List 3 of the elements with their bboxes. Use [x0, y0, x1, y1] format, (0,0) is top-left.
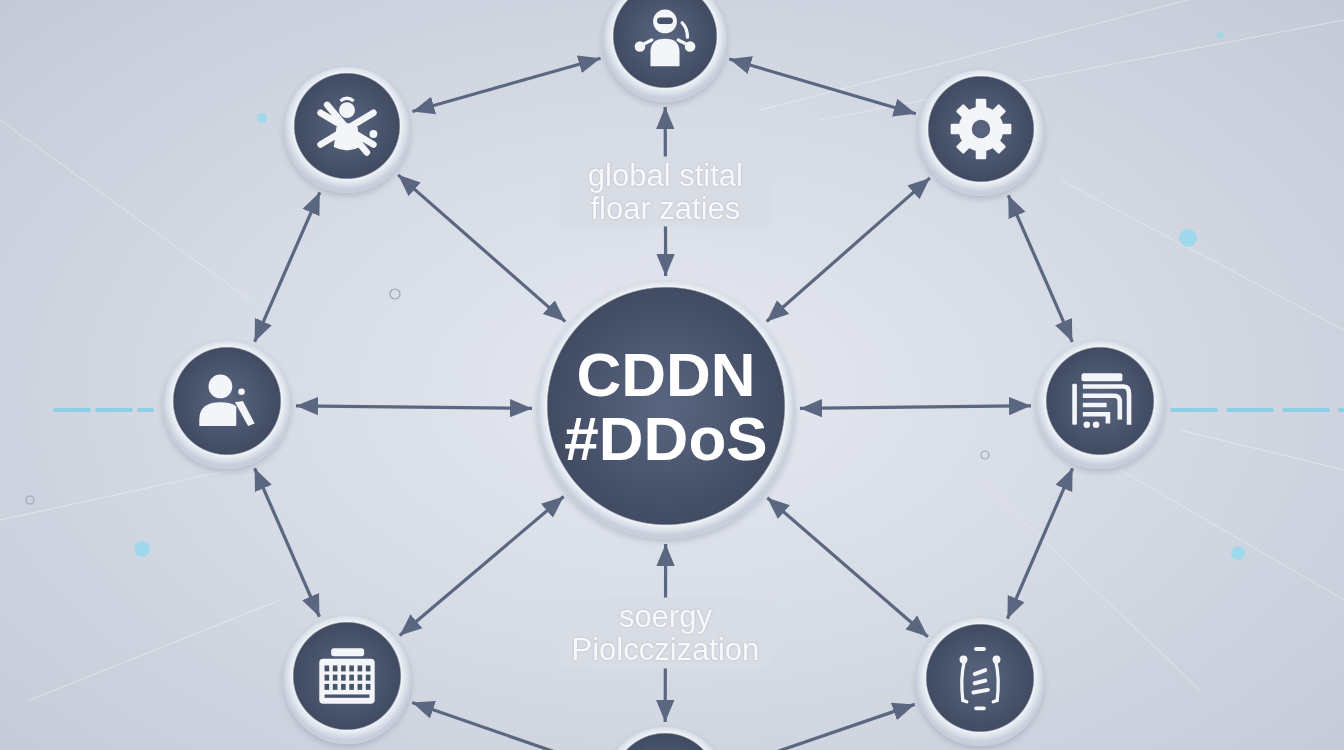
- node-circle: [603, 0, 727, 102]
- double-arrow: [412, 55, 601, 115]
- double-arrow: [728, 56, 917, 117]
